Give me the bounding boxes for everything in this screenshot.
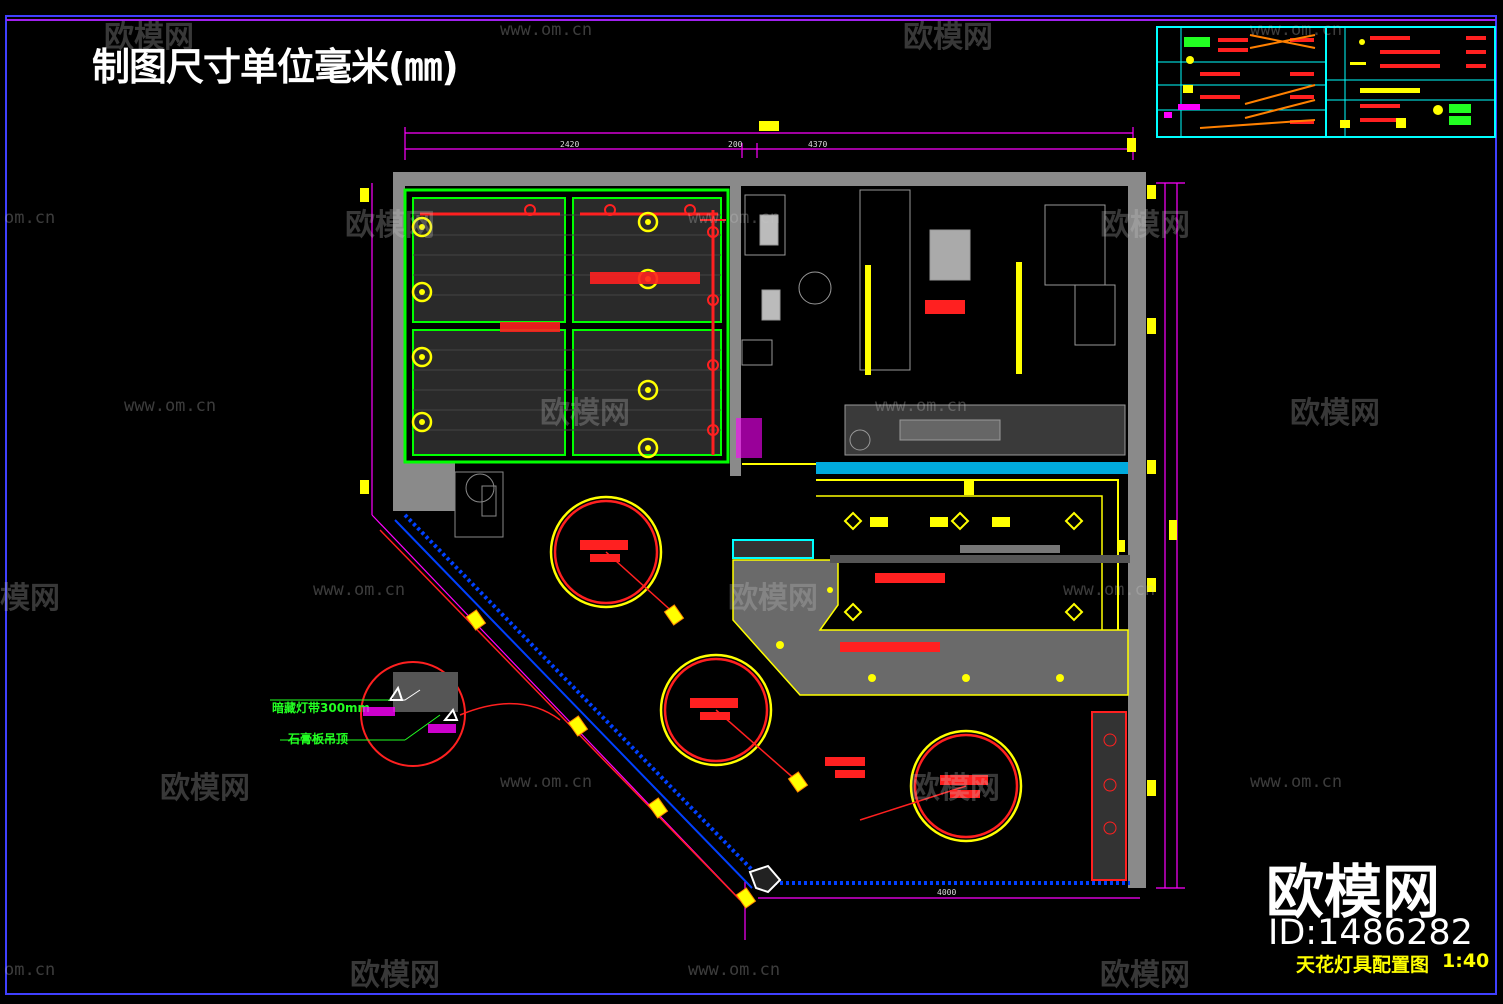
detail-callout: 暗藏灯带300mm 石膏板吊顶 (270, 672, 561, 746)
drawing-frame (5, 15, 1497, 995)
unit-note-title: 制图尺寸单位毫米(㎜) (92, 45, 459, 89)
watermark-logo: 欧模网 (903, 20, 993, 55)
watermark-url: www.om.cn (875, 396, 968, 416)
watermark-logo-partial: 模网 (0, 581, 60, 616)
watermark-logo: 欧模网 (345, 208, 435, 243)
watermark-url: www.om.cn (1250, 20, 1343, 40)
legend-table (1156, 26, 1496, 138)
plan-title: 天花灯具配置图 (1296, 954, 1430, 976)
watermark-logo: 欧模网 (910, 771, 1000, 806)
watermark-url: www.om.cn (688, 960, 781, 980)
watermark-url: www.om.cn (124, 396, 217, 416)
watermark-url: www.om.cn (1250, 772, 1343, 792)
brand-logo-text: 欧模网 (1266, 858, 1441, 926)
dim-top-right: 4370 (808, 140, 827, 149)
dim-bottom: 4000 (937, 888, 956, 897)
callout-label-1: 暗藏灯带300mm (272, 700, 370, 715)
watermark-logo: 欧模网 (1100, 958, 1190, 993)
watermark-logo: 欧模网 (728, 581, 818, 616)
round-ceilings (360, 495, 1023, 909)
watermark-logo: 欧模网 (350, 958, 440, 993)
glass-wall (379, 513, 1130, 901)
watermark-logo: 欧模网 (1100, 208, 1190, 243)
kitchen-area (741, 189, 1126, 456)
brand-id-text: ID:1486282 (1268, 913, 1473, 953)
watermark-logo: 欧模网 (540, 396, 630, 431)
watermark-url: www.om.cn (1063, 580, 1156, 600)
plan-scale: 1:40 (1442, 950, 1490, 972)
watermark-url-partial: om.cn (4, 208, 56, 228)
watermark-logo: 欧模网 (160, 771, 250, 806)
dimension-texts: 2420 200 4370 4000 (560, 140, 956, 897)
watermark-url-partial: om.cn (4, 960, 56, 980)
bar-counter (732, 479, 1130, 696)
callout-label-2: 石膏板吊顶 (287, 731, 348, 746)
watermark-url: www.om.cn (313, 580, 406, 600)
dim-top-mid: 200 (728, 140, 743, 149)
watermark-logo: 欧模网 (104, 20, 194, 55)
entry-chair (454, 471, 504, 538)
dim-top-left: 2420 (560, 140, 579, 149)
watermark-url: www.om.cn (500, 20, 593, 40)
watermark-url: www.om.cn (500, 772, 593, 792)
watermark-url: www.om.cn (688, 208, 781, 228)
right-cabinet (1091, 711, 1127, 881)
dimension-markers (360, 121, 1177, 796)
walls (393, 172, 1146, 888)
private-room (403, 188, 762, 464)
watermark-logo: 欧模网 (1290, 396, 1380, 431)
